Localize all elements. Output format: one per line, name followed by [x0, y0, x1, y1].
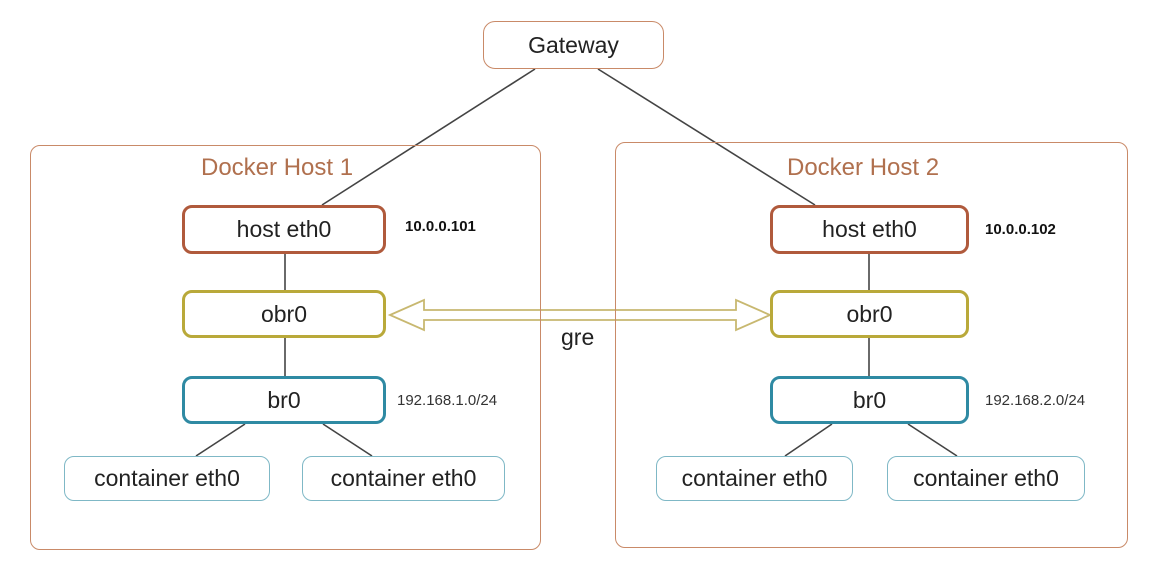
host2-obr0-node: obr0	[770, 290, 969, 338]
host2-container2-label: container eth0	[913, 465, 1059, 491]
host1-br0-label: br0	[267, 386, 301, 413]
host2-subnet-label: 192.168.2.0/24	[985, 392, 1086, 409]
docker-host-2-title: Docker Host 2	[787, 154, 940, 181]
host1-ip-label: 10.0.0.101	[405, 218, 476, 235]
host1-subnet-label: 192.168.1.0/24	[397, 392, 498, 409]
host1-obr0-label: obr0	[260, 300, 308, 327]
host2-br0-node: br0	[770, 376, 969, 424]
docker-host-1-frame	[30, 145, 541, 550]
gateway-node: Gateway	[483, 21, 664, 69]
host2-ip-label: 10.0.0.102	[985, 221, 1056, 238]
host1-obr0-node: obr0	[182, 290, 386, 338]
host2-br0-label: br0	[852, 386, 887, 413]
gateway-host2-link	[597, 68, 816, 206]
host1-br0-node: br0	[182, 376, 386, 424]
host2-container2-node: container eth0	[887, 456, 1085, 501]
host2-obr0-label: obr0	[846, 300, 893, 327]
host1-container2-node: container eth0	[302, 456, 505, 501]
host2-eth0-node: host eth0	[770, 205, 969, 254]
host2-container1-node: container eth0	[656, 456, 853, 501]
host1-container1-label: container eth0	[94, 465, 240, 491]
host1-container2-label: container eth0	[330, 465, 477, 491]
host2-br-container2-link	[907, 423, 958, 457]
host2-br-container1-link	[784, 423, 833, 457]
host1-br-container2-link	[322, 423, 373, 457]
host2-container1-label: container eth0	[681, 465, 828, 491]
gre-label: gre	[561, 324, 595, 350]
host1-eth0-label: host eth0	[236, 216, 332, 242]
gateway-host1-link	[321, 68, 536, 206]
docker-host-1-title: Docker Host 1	[201, 154, 354, 181]
host1-container1-node: container eth0	[64, 456, 270, 501]
host2-eth0-label: host eth0	[822, 216, 917, 242]
gateway-label: Gateway	[528, 31, 619, 58]
host1-eth0-node: host eth0	[182, 205, 386, 254]
docker-host-2-frame	[615, 142, 1128, 548]
host1-br-container1-link	[195, 423, 246, 457]
